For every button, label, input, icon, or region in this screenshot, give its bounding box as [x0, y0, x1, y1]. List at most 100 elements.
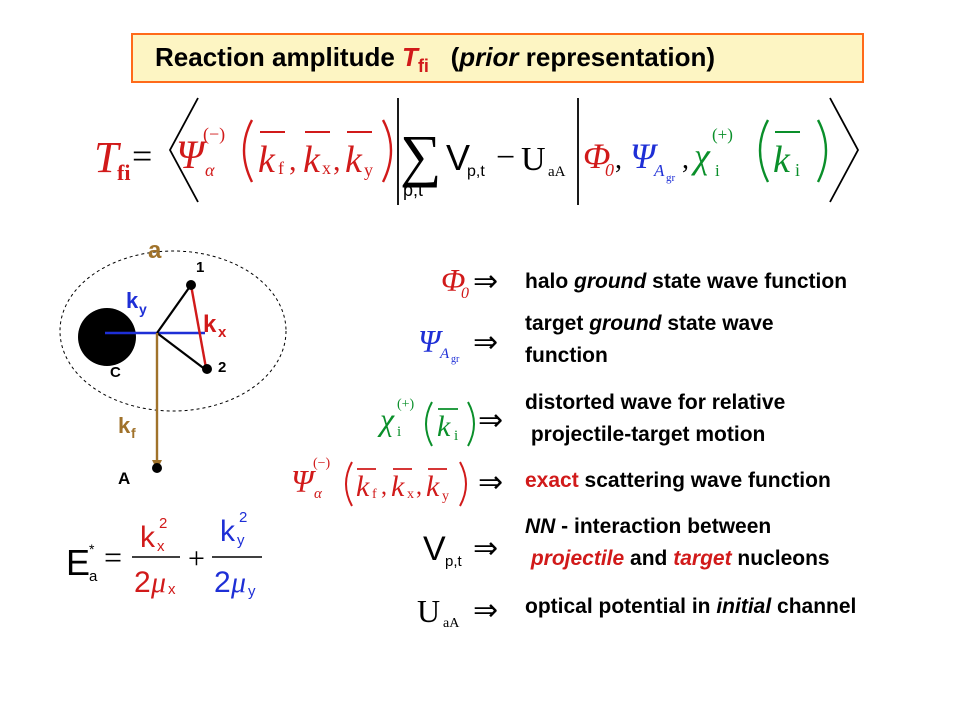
left-angle-bracket — [168, 97, 199, 203]
legend-desc-6-b: initial — [716, 595, 772, 618]
formula-T-sub: fi — [117, 160, 130, 185]
energy-two-1: 2 — [134, 566, 151, 599]
legend-symbols: Φ 0 ⇒ Ψ A gr ⇒ χ (+) i k i ⇒ Ψ (−) α k f… — [291, 262, 503, 631]
comma-2: , — [333, 144, 341, 177]
energy-mu-x: x — [168, 581, 176, 598]
legend-desc-1-a: halo — [525, 270, 575, 293]
formula-chi: χ — [691, 136, 711, 176]
paren-open-chi — [758, 119, 770, 183]
title-symbol-main: T — [402, 42, 418, 72]
formula-ky-sub: y — [364, 160, 373, 180]
label-1: 1 — [196, 259, 204, 276]
formula-psiA: Ψ — [630, 136, 659, 176]
legend-desc-5: NN - interaction between projectile and … — [525, 511, 830, 575]
legend-desc-5-a: NN — [525, 515, 556, 538]
nucleus-diagram: a 1 2 C A k y k x k f — [59, 237, 287, 488]
energy-ky-sup: 2 — [239, 509, 247, 526]
energy-formula: E a * = k x 2 2 μ x + k y 2 2 μ y — [66, 509, 262, 600]
paren-close-psi — [381, 119, 393, 183]
legend-psiA-subsub: gr — [451, 354, 460, 365]
formula-psiA-sub: A — [653, 161, 665, 180]
title-paren: ( — [450, 42, 460, 72]
formula-V: V — [446, 137, 470, 178]
legend-kf-sub: f — [372, 487, 377, 502]
formula-chi-sub: i — [715, 161, 720, 180]
legend-psi: Ψ — [291, 463, 316, 499]
energy-mu-1: μ — [150, 566, 166, 599]
legend-desc-5-b: - interaction between — [555, 515, 772, 538]
paren-open-psi — [242, 119, 254, 183]
energy-kx: k — [140, 521, 156, 554]
legend-kx-sub: x — [407, 487, 414, 502]
formula-kx: k — [303, 139, 321, 181]
energy-ky: k — [220, 515, 236, 548]
paren-close-chi — [816, 119, 828, 183]
formula-phi-sub: 0 — [605, 160, 614, 180]
legend-arrow-3: ⇒ — [478, 403, 503, 438]
kx-line — [189, 284, 208, 369]
legend-arrow-1: ⇒ — [473, 264, 498, 299]
energy-mu-2: μ — [230, 566, 246, 599]
energy-kx-sup: 2 — [159, 515, 167, 532]
comma-4: , — [682, 144, 689, 175]
formula-eq: = — [132, 136, 152, 176]
legend-ki: k — [437, 410, 451, 443]
label-2: 2 — [218, 359, 226, 376]
legend-arrow-5: ⇒ — [473, 531, 498, 566]
legend-chi-paren-close — [467, 401, 475, 447]
legend-psiA-sub: A — [439, 346, 450, 362]
legend-desc-5-e: target — [673, 547, 732, 570]
formula-ki-sub: i — [795, 160, 800, 180]
legend-desc-2-a: target — [525, 312, 590, 335]
legend-comma-2: , — [416, 474, 422, 500]
formula-psi-sub: α — [205, 160, 215, 180]
page-title: Reaction amplitude Tfi (prior representa… — [155, 42, 715, 77]
energy-eq: = — [104, 539, 122, 575]
formula-sum: ∑ — [400, 123, 441, 188]
legend-desc-1-b: ground — [574, 270, 647, 293]
energy-two-2: 2 — [214, 566, 231, 599]
legend-psi-paren-open — [345, 461, 353, 507]
legend-desc-2: target ground state wave function — [525, 308, 774, 372]
formula-kf: k — [258, 139, 276, 181]
formula-kf-sub: f — [278, 158, 284, 178]
label-ky-sub: y — [139, 301, 147, 317]
legend-chi-sub: i — [397, 424, 401, 440]
legend-desc-2-c: state wave — [661, 312, 774, 335]
legend-ky-sub: y — [442, 489, 449, 504]
legend-phi-sub: 0 — [461, 285, 469, 302]
formula-U: U — [521, 141, 546, 178]
legend-desc-5-d: and — [624, 547, 674, 570]
legend-psi-sub: α — [314, 486, 323, 502]
legend-ky: k — [426, 470, 440, 503]
formula-kx-sub: x — [322, 158, 331, 178]
energy-mu-y: y — [248, 583, 256, 600]
legend-desc-5-f: nucleons — [731, 547, 830, 570]
formula-psi: Ψ — [176, 132, 208, 177]
legend-desc-6: optical potential in initial channel — [525, 591, 856, 623]
legend-desc-6-c: channel — [771, 595, 857, 618]
legend-desc-4-a: exact — [525, 469, 579, 492]
legend-kf: k — [356, 470, 370, 503]
comma-3: , — [615, 144, 622, 175]
target-A — [152, 463, 162, 473]
legend-desc-6-a: optical potential in — [525, 595, 717, 618]
formula-T: T — [94, 133, 122, 182]
comma-1: , — [289, 144, 297, 177]
halo-ellipse — [59, 250, 287, 412]
line-to-2 — [156, 332, 207, 371]
label-kx: k — [203, 311, 217, 338]
title-box: Reaction amplitude Tfi (prior representa… — [131, 33, 864, 83]
energy-E: E — [66, 542, 90, 583]
label-ky: k — [126, 288, 139, 313]
energy-kx-sub: x — [157, 538, 165, 555]
legend-desc-1: halo ground state wave function — [525, 266, 847, 298]
legend-U: U — [417, 593, 440, 629]
legend-psi-sup: (−) — [313, 456, 331, 471]
energy-plus: + — [188, 542, 205, 575]
label-a: a — [148, 237, 162, 264]
energy-ky-sub: y — [237, 532, 245, 549]
title-symbol: Tfi — [402, 42, 429, 76]
label-A: A — [118, 469, 130, 488]
